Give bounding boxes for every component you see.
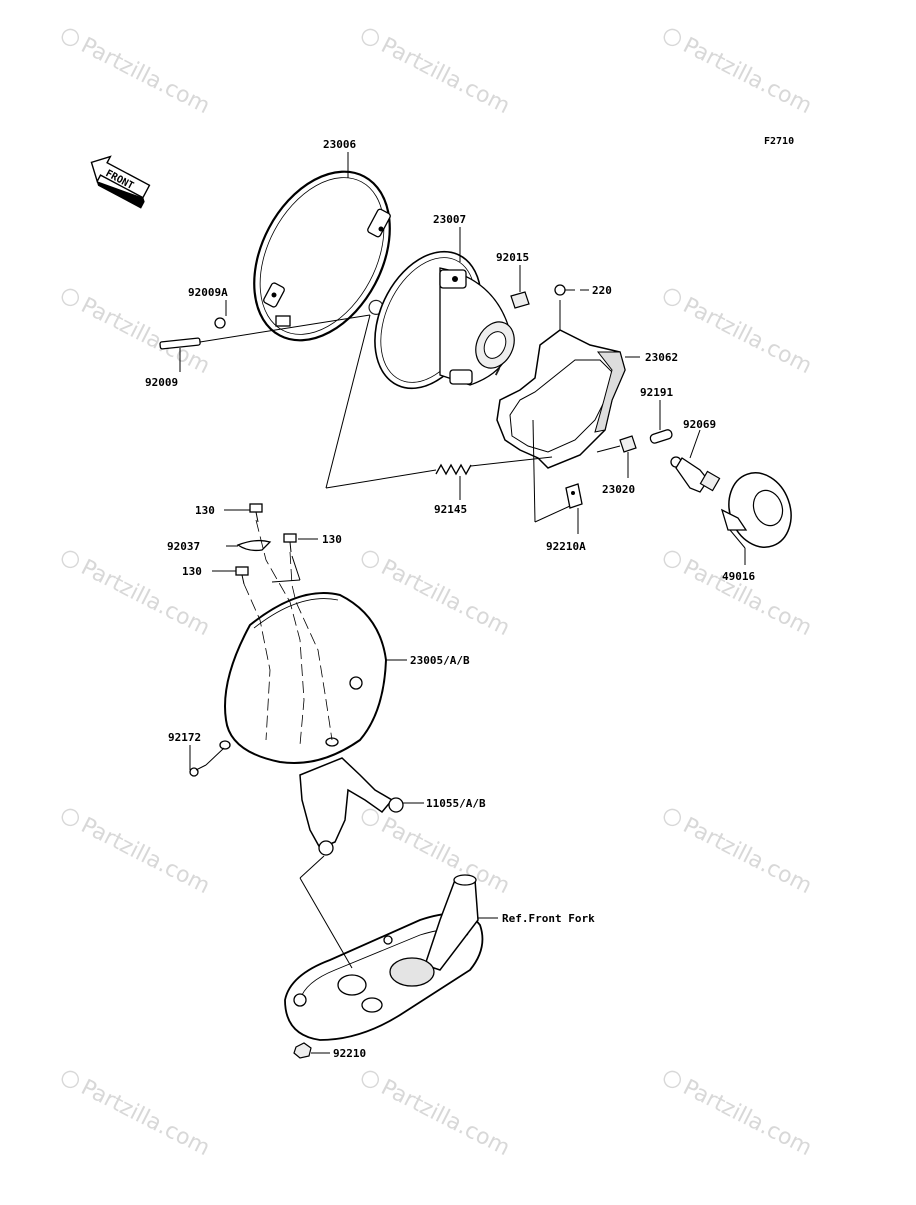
part-labels: F2710 23006 23007 92015 220 23062 92009A…	[145, 136, 794, 1060]
label-92015: 92015	[496, 251, 529, 264]
headlight-bracket	[496, 329, 626, 469]
watermark: Partzilla.com	[663, 288, 816, 379]
front-arrow-icon: FRONT	[90, 155, 151, 209]
svg-text:Partzilla.com: Partzilla.com	[679, 293, 816, 379]
label-92172: 92172	[168, 731, 201, 744]
watermark: Partzilla.com	[663, 808, 816, 899]
watermark: Partzilla.com	[361, 808, 514, 899]
label-130-top: 130	[195, 504, 215, 517]
label-11055: 11055/A/B	[426, 797, 486, 810]
svg-text:Partzilla.com: Partzilla.com	[77, 33, 214, 119]
label-130-left: 130	[182, 565, 202, 578]
bulb-92069	[670, 456, 721, 493]
screw-130-right	[283, 533, 297, 553]
front-fork	[284, 874, 484, 1041]
gasket-92037	[236, 539, 272, 552]
nut-92210	[293, 1042, 312, 1059]
label-92009A: 92009A	[188, 286, 228, 299]
bolt-92009	[159, 317, 226, 350]
bracket-11055	[299, 757, 404, 856]
nut-92015	[510, 291, 530, 309]
svg-text:Partzilla.com: Partzilla.com	[679, 33, 816, 119]
watermark: Partzilla.com	[61, 1070, 214, 1161]
svg-text:Partzilla.com: Partzilla.com	[77, 813, 214, 899]
label-130-right: 130	[322, 533, 342, 546]
headlight-rim	[253, 170, 391, 342]
watermark: Partzilla.com	[361, 28, 514, 119]
label-49016: 49016	[722, 570, 755, 583]
svg-text:Partzilla.com: Partzilla.com	[77, 293, 214, 379]
label-92069: 92069	[683, 418, 716, 431]
watermark: Partzilla.com	[61, 28, 214, 119]
leader-lines	[179, 152, 746, 1054]
label-front-fork: Ref.Front Fork	[502, 912, 595, 925]
screw-92172	[189, 764, 207, 777]
headlight-housing	[374, 250, 515, 390]
svg-text:Partzilla.com: Partzilla.com	[679, 555, 816, 641]
svg-text:Partzilla.com: Partzilla.com	[377, 555, 514, 641]
screw-220	[554, 284, 575, 296]
headlight-cowl	[219, 592, 388, 765]
watermark: Partzilla.com	[61, 808, 214, 899]
label-23005: 23005/A/B	[410, 654, 470, 667]
label-23006: 23006	[323, 138, 356, 151]
label-92210: 92210	[333, 1047, 366, 1060]
watermark: Partzilla.com	[361, 1070, 514, 1161]
svg-text:Partzilla.com: Partzilla.com	[679, 1075, 816, 1161]
spring-92145	[435, 463, 472, 476]
watermark: Partzilla.com	[361, 550, 514, 641]
label-92009: 92009	[145, 376, 178, 389]
plate-92210A	[565, 483, 583, 509]
watermark: Partzilla.com	[663, 28, 816, 119]
svg-text:Partzilla.com: Partzilla.com	[377, 813, 514, 899]
label-92210A: 92210A	[546, 540, 586, 553]
svg-text:Partzilla.com: Partzilla.com	[77, 1075, 214, 1161]
label-92037: 92037	[167, 540, 200, 553]
label-23062: 23062	[645, 351, 678, 364]
screw-130-left	[235, 566, 249, 585]
svg-text:Partzilla.com: Partzilla.com	[679, 813, 816, 899]
watermark: Partzilla.com	[663, 1070, 816, 1161]
svg-text:Partzilla.com: Partzilla.com	[377, 33, 514, 119]
svg-text:Partzilla.com: Partzilla.com	[377, 1075, 514, 1161]
watermark: Partzilla.com	[663, 550, 816, 641]
clamp-23020	[619, 435, 637, 453]
label-23020: 23020	[602, 483, 635, 496]
collar-92191	[649, 429, 673, 444]
label-92145: 92145	[434, 503, 467, 516]
label-92191: 92191	[640, 386, 673, 399]
bulb-cover-49016	[720, 472, 792, 548]
screw-130-top	[249, 503, 263, 523]
watermark: Partzilla.com	[61, 550, 214, 641]
diagram-code: F2710	[764, 136, 794, 147]
label-23007: 23007	[433, 213, 466, 226]
label-220: 220	[592, 284, 612, 297]
